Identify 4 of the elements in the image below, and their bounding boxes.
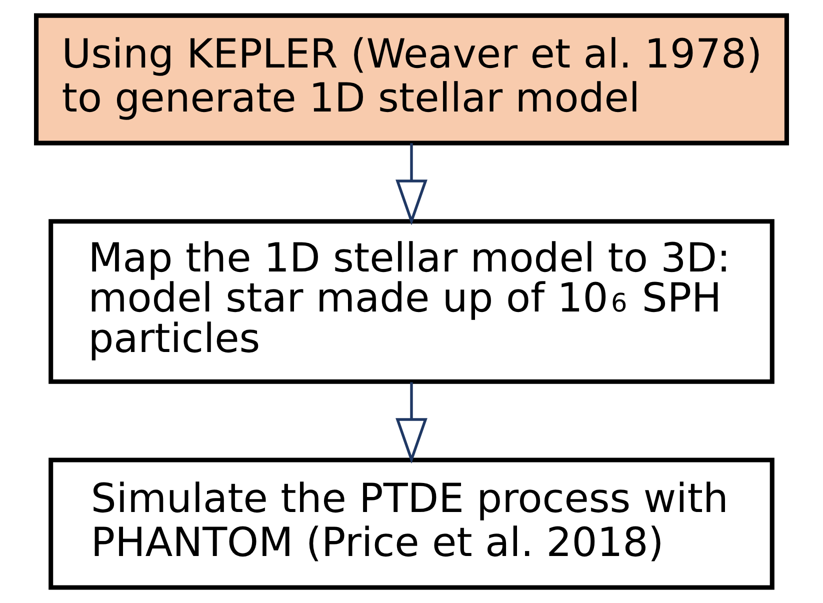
arrow — [396, 382, 428, 464]
node-box: Using KEPLER (Weaver et al. 1978) to generate 1D stellar model — [34, 13, 789, 146]
arrow — [396, 143, 428, 226]
node-box: Simulate the PTDE process with PHANTOM (Price et al. 2018) — [48, 458, 774, 590]
